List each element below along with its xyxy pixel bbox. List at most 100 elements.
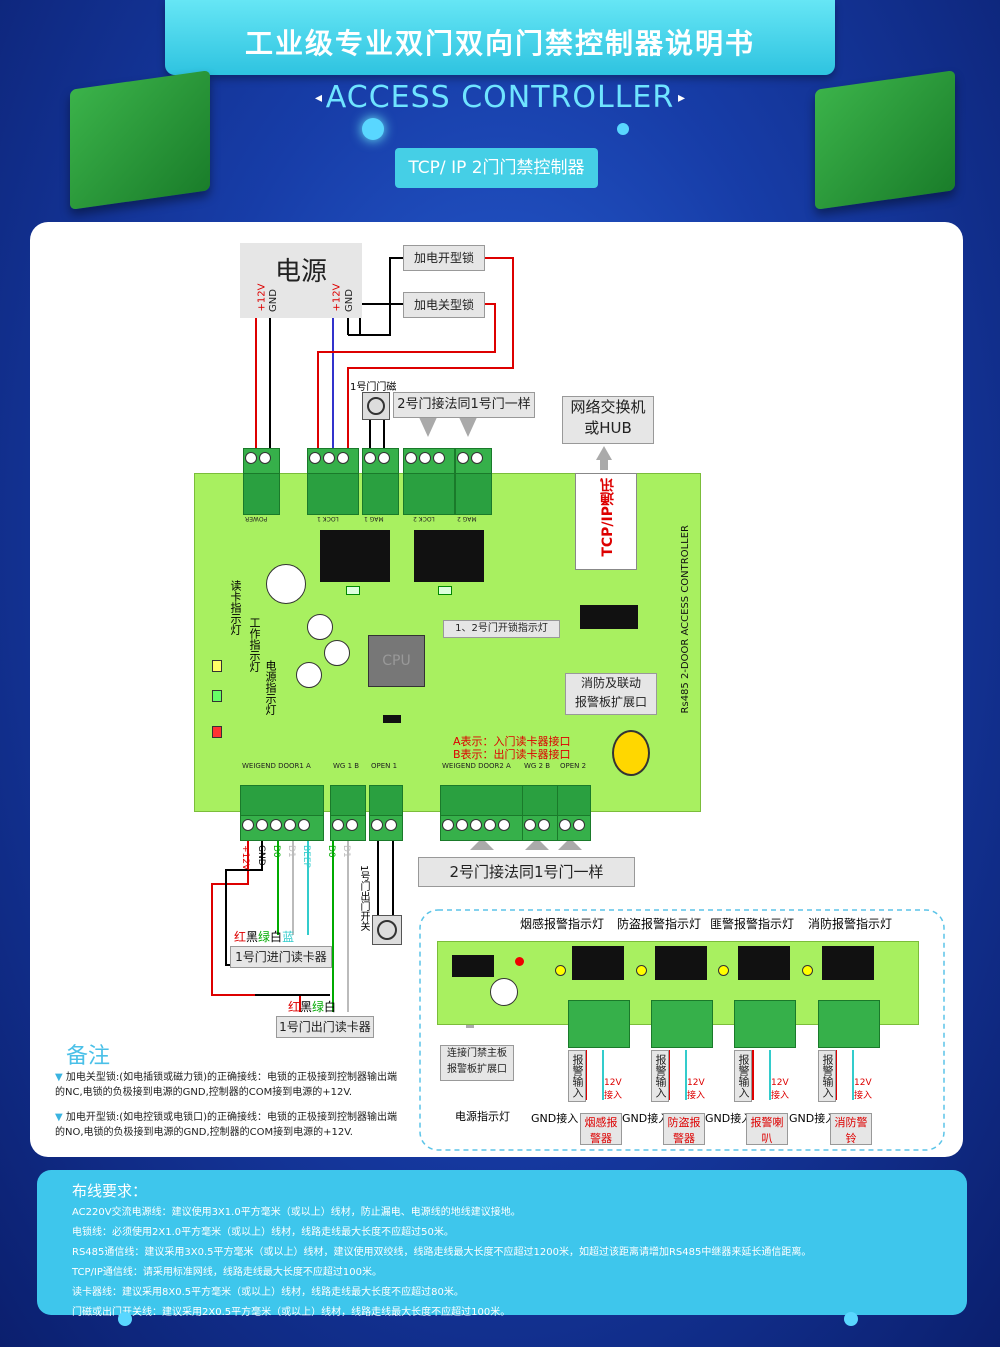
label-wg2b: WG 2 B <box>524 762 551 770</box>
network-switch: 网络交换机 或HUB <box>562 396 654 444</box>
bandit-led-label: 匪警报警指示灯 <box>710 917 795 931</box>
terminal-lock1 <box>307 448 359 474</box>
label-open2: OPEN 2 <box>560 762 587 770</box>
color-white: 白 <box>324 1000 337 1014</box>
model-label: TCP/ IP 2门门禁控制器 <box>395 148 598 188</box>
terminal-wg2a-block <box>440 785 524 817</box>
reader-out: 1号门出门读卡器 <box>276 1016 374 1038</box>
terminal-lock2-block <box>403 473 455 515</box>
power-led-label: 电源指示灯 <box>264 660 277 715</box>
alarm-terminal-4 <box>818 1000 880 1048</box>
reader-in: 1号门进门读卡器 <box>230 946 332 968</box>
alarm-power-led-label: 电源指示灯 <box>455 1110 510 1123</box>
terminal-wg1a <box>240 815 324 841</box>
decor-dot-icon <box>362 118 384 140</box>
work-led <box>212 690 222 702</box>
exit-switch-icon <box>372 915 402 945</box>
fire-ext-header <box>580 605 638 629</box>
door2-same-bottom: 2号门接法同1号门一样 <box>418 857 635 887</box>
alarm-relay-4 <box>822 946 874 980</box>
note-1-text: 加电关型锁:(如电插锁或磁力锁)的正确接线：电锁的正极接到控制器输出端的NC,电… <box>55 1072 398 1098</box>
wiring-line: AC220V交流电源线：建议使用3X1.0平方毫米（或以上）线材，防止漏电、电源… <box>72 1207 521 1218</box>
door-sensor-icon <box>362 392 390 420</box>
terminal-wg2b <box>522 815 558 841</box>
theft-led <box>636 965 647 976</box>
alarm-terminal-1 <box>568 1000 630 1048</box>
wiring-line: TCP/IP通信线：请采用标准网线，线路走线最大长度不应超过100米。 <box>72 1267 382 1278</box>
alarm-in-4: 报警输入 <box>818 1050 836 1102</box>
color-green: 绿 <box>312 1000 325 1014</box>
v12-in-3: 12V接入 <box>771 1078 790 1101</box>
alarm-power-led <box>515 957 524 966</box>
lock-close-box: 加电关型锁 <box>403 292 485 318</box>
alarm-in-1: 报警输入 <box>568 1050 586 1102</box>
decor-dot-icon <box>617 123 629 135</box>
label-lock2: LOCK 2 <box>413 515 435 522</box>
capacitor-4 <box>296 662 322 688</box>
terminal-wg2a <box>440 815 524 841</box>
cpu-chip: CPU <box>368 635 425 687</box>
terminal-mag1 <box>362 448 399 474</box>
lock-open-box: 加电开型锁 <box>403 245 485 271</box>
read-led <box>212 660 222 672</box>
terminal-mag2 <box>455 448 492 474</box>
alarm-relay-2 <box>655 946 707 980</box>
label-wg2a: WEIGEND DOOR2 A <box>442 762 511 770</box>
power-gnd-2: GND <box>343 289 355 312</box>
fire-ext-label: 消防及联动 报警板扩展口 <box>565 673 657 715</box>
device-bell: 消防警铃 <box>830 1113 872 1145</box>
note-2: ▼ 加电开型锁:(如电控锁或电锁口)的正确接线：电锁的正极接到控制器输出端的NO… <box>55 1110 405 1140</box>
terminal-mag2-block <box>455 473 492 515</box>
color-white: 白 <box>270 930 283 944</box>
wiring-line: 读卡器线：建议采用8X0.5平方毫米（或以上）线材，线路走线最大长度不应超过80… <box>72 1287 464 1298</box>
wire-d0: D0 <box>271 845 281 858</box>
exit-switch-label: 1号门出门开关 <box>358 865 369 932</box>
relay-1 <box>320 530 390 582</box>
terminal-open1-block <box>369 785 403 817</box>
gnd-in-2: GND接入 <box>622 1112 670 1125</box>
terminal-mag1-block <box>362 473 399 515</box>
door1-sensor-label: 1号门门磁 <box>350 382 397 393</box>
door2-same-label: 2号门接法同1号门一样 <box>393 392 535 418</box>
color-black: 黑 <box>246 930 259 944</box>
alarm-in-2: 报警输入 <box>651 1050 669 1102</box>
door-indicator-label: 1、2号门开锁指示灯 <box>443 620 560 638</box>
label-open1: OPEN 1 <box>371 762 398 770</box>
led-door1 <box>346 586 360 595</box>
wire-d1-b: D1 <box>341 845 351 858</box>
device-smoke: 烟感报警器 <box>580 1113 622 1145</box>
wire-d0-b: D0 <box>326 845 336 858</box>
label-power: POWER <box>245 515 268 522</box>
note-1: ▼ 加电关型锁:(如电插锁或磁力锁)的正确接线：电锁的正极接到控制器输出端的NC… <box>55 1070 405 1100</box>
capacitor-1 <box>266 564 306 604</box>
capacitor-2 <box>307 614 333 640</box>
gnd-in-1: GND接入 <box>531 1112 579 1125</box>
bullet-icon: ▼ <box>55 1112 66 1123</box>
alarm-terminal-3 <box>734 1000 796 1048</box>
alarm-capacitor <box>490 978 518 1006</box>
tcp-comm-label: TCP/IP通讯 <box>600 478 616 557</box>
page-title: 工业级专业双门双向门禁控制器说明书 <box>244 27 755 60</box>
terminal-lock2 <box>403 448 455 474</box>
led-door2 <box>438 586 452 595</box>
wiring-panel <box>37 1170 967 1315</box>
smoke-led-label: 烟感报警指示灯 <box>520 917 605 931</box>
bandit-led <box>718 965 729 976</box>
alarm-ext-port-label: 连接门禁主板 报警板扩展口 <box>440 1045 514 1081</box>
fire-led-label: 消防报警指示灯 <box>808 917 893 931</box>
alarm-in-3: 报警输入 <box>734 1050 752 1102</box>
decor-dot-icon <box>844 1312 858 1326</box>
terminal-wg2b-block <box>522 785 558 817</box>
note-2-text: 加电开型锁:(如电控锁或电锁口)的正确接线：电锁的正极接到控制器输出端的NO,电… <box>55 1112 398 1138</box>
device-theft: 防盗报警器 <box>663 1113 705 1145</box>
label-mag1: MAG 1 <box>364 515 384 522</box>
power-12v-1: +12V <box>256 283 268 312</box>
wire-12v: +12V <box>240 845 250 871</box>
bullet-icon: ▼ <box>55 1072 66 1083</box>
label-mag2: MAG 2 <box>457 515 477 522</box>
label-wg1a: WEIGEND DOOR1 A <box>242 762 311 770</box>
device-horn: 报警喇叭 <box>746 1113 788 1145</box>
alarm-relay-3 <box>738 946 790 980</box>
jumper <box>383 715 401 723</box>
buzzer-icon <box>612 730 650 776</box>
